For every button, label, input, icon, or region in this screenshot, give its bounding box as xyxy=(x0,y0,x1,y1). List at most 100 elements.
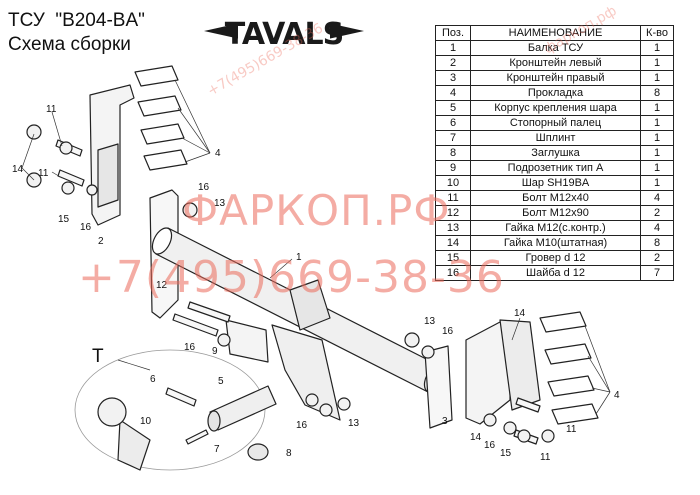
cell-name: Балка ТСУ xyxy=(470,40,641,56)
label-12: 12 xyxy=(156,280,168,291)
cell-pos: 3 xyxy=(435,70,471,86)
cell-name: Кронштейн левый xyxy=(470,55,641,71)
label-10: 10 xyxy=(140,416,152,427)
spacer-plates-right xyxy=(539,311,599,425)
cell-name: Гайка М10(штатная) xyxy=(470,235,641,251)
cell-name: Болт М12х90 xyxy=(470,205,641,221)
cell-qty: 1 xyxy=(640,55,674,71)
label-13-c: 13 xyxy=(348,418,360,429)
cell-qty: 8 xyxy=(640,85,674,101)
cell-pos: 1 xyxy=(435,40,471,56)
cell-qty: 1 xyxy=(640,115,674,131)
part-labels: 4 2 1 3 4 5 6 7 8 9 10 11 11 11 11 12 13… xyxy=(12,104,620,463)
cell-name: Кронштейн правый xyxy=(470,70,641,86)
cell-qty: 1 xyxy=(640,100,674,116)
bolts xyxy=(55,139,541,445)
label-11-b: 11 xyxy=(38,168,49,179)
cell-pos: 10 xyxy=(435,175,471,191)
label-6: 6 xyxy=(150,374,156,385)
cell-qty: 7 xyxy=(640,265,674,281)
label-3: 3 xyxy=(442,416,448,427)
cell-pos: 9 xyxy=(435,160,471,176)
cell-qty: 1 xyxy=(640,130,674,146)
parts-table-header: Поз. НАИМЕНОВАНИЕ К-во xyxy=(435,25,674,41)
label-14-a: 14 xyxy=(12,164,24,175)
detail-t-parts xyxy=(97,385,277,471)
logo-text: TAVALS xyxy=(225,17,343,52)
spacer-plates-left xyxy=(134,65,188,171)
label-13-a: 13 xyxy=(214,198,226,209)
cell-pos: 8 xyxy=(435,145,471,161)
cell-qty: 8 xyxy=(640,235,674,251)
label-9: 9 xyxy=(212,346,218,357)
cell-qty: 2 xyxy=(640,205,674,221)
cell-name: Шплинт xyxy=(470,130,641,146)
cell-pos: 7 xyxy=(435,130,471,146)
label-2: 2 xyxy=(98,236,104,247)
label-15-b: 15 xyxy=(500,448,512,459)
cell-qty: 1 xyxy=(640,160,674,176)
label-4-right: 4 xyxy=(614,390,620,401)
label-16-a: 16 xyxy=(80,222,92,233)
cell-pos: 12 xyxy=(435,205,471,221)
cell-name: Шар SH19BA xyxy=(470,175,641,191)
cell-qty: 1 xyxy=(640,40,674,56)
cell-pos: 14 xyxy=(435,235,471,251)
cell-name: Корпус крепления шара xyxy=(470,100,641,116)
cell-name: Заглушка xyxy=(470,145,641,161)
label-5: 5 xyxy=(218,376,224,387)
cell-qty: 1 xyxy=(640,175,674,191)
label-11-d: 11 xyxy=(540,452,551,463)
label-14-b: 14 xyxy=(514,308,526,319)
cell-pos: 6 xyxy=(435,115,471,131)
cell-name: Болт М12х40 xyxy=(470,190,641,206)
cell-pos: 4 xyxy=(435,85,471,101)
label-detail-t: T xyxy=(92,346,104,367)
label-15-a: 15 xyxy=(58,214,70,225)
label-16-d: 16 xyxy=(442,326,454,337)
col-pos: Поз. xyxy=(435,25,471,41)
cell-pos: 5 xyxy=(435,100,471,116)
label-8: 8 xyxy=(286,448,292,459)
diagram-subtitle: Схема сборки xyxy=(8,34,131,55)
label-16-f: 16 xyxy=(484,440,496,451)
cell-pos: 2 xyxy=(435,55,471,71)
cell-name: Стопорный палец xyxy=(470,115,641,131)
col-name: НАИМЕНОВАНИЕ xyxy=(470,25,641,41)
right-bracket xyxy=(465,319,541,425)
tavals-logo: TAVALS xyxy=(204,14,364,52)
cell-qty: 4 xyxy=(640,190,674,206)
cell-pos: 15 xyxy=(435,250,471,266)
label-14-c: 14 xyxy=(470,432,482,443)
cell-pos: 11 xyxy=(435,190,471,206)
label-16-b: 16 xyxy=(198,182,210,193)
label-16-e: 16 xyxy=(296,420,308,431)
cell-name: Шайба d 12 xyxy=(470,265,641,281)
label-7: 7 xyxy=(214,444,220,455)
left-bracket xyxy=(89,84,135,226)
cell-pos: 13 xyxy=(435,220,471,236)
label-1: 1 xyxy=(296,252,302,263)
label-16-c: 16 xyxy=(184,342,196,353)
cell-name: Подрозетник тип А xyxy=(470,160,641,176)
cell-qty: 1 xyxy=(640,70,674,86)
col-qty: К-во xyxy=(640,25,674,41)
label-4-left: 4 xyxy=(215,148,221,159)
